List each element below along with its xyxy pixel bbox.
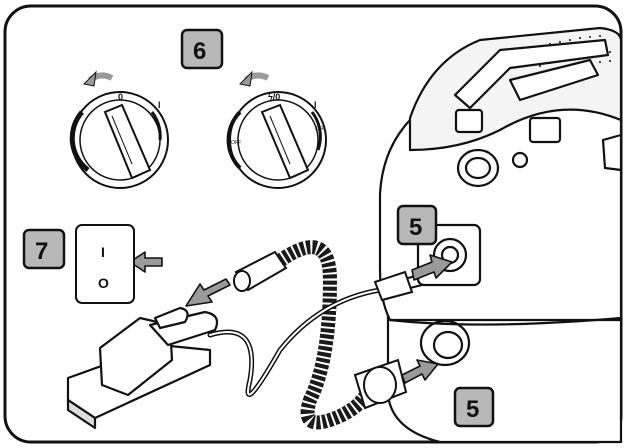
power-switch: I O bbox=[75, 224, 135, 304]
hose-adapter bbox=[233, 250, 288, 292]
callout-7: 7 bbox=[22, 228, 66, 270]
sander-body bbox=[98, 316, 174, 397]
vacuum-handle bbox=[453, 38, 610, 110]
callout-5-socket: 5 bbox=[396, 204, 438, 246]
dial-left-knob bbox=[103, 103, 152, 180]
vacuum-cleaner bbox=[378, 26, 623, 444]
dial-right-mark-left: OFF bbox=[231, 140, 241, 146]
svg-text:5: 5 bbox=[409, 214, 422, 241]
dial-right-mark-one: I bbox=[314, 100, 317, 110]
dial-left-mark-one: I bbox=[158, 100, 161, 110]
vacuum-side-bump bbox=[601, 133, 623, 172]
svg-text:6: 6 bbox=[193, 38, 206, 65]
arrows bbox=[129, 251, 453, 384]
arrow-plug-to-socket bbox=[411, 254, 453, 281]
svg-text:5: 5 bbox=[466, 396, 479, 423]
dial-right-scale-arc bbox=[226, 110, 242, 170]
switch-off-symbol: O bbox=[98, 275, 109, 291]
dial-right: ϟ/0 I OFF OFF bbox=[226, 70, 327, 189]
sander-tool bbox=[66, 306, 219, 430]
dial-left: 0 I bbox=[69, 70, 169, 189]
sander-grip bbox=[148, 310, 219, 347]
sander-pad bbox=[66, 398, 97, 430]
sander-grip-top bbox=[153, 306, 189, 330]
callout-5-inlet: 5 bbox=[453, 386, 495, 428]
power-cable-inner bbox=[209, 289, 381, 396]
body-seam bbox=[389, 316, 622, 326]
dial-right-mark-right: OFF bbox=[315, 126, 325, 132]
svg-text:7: 7 bbox=[35, 238, 48, 265]
vacuum-indicator-lamp bbox=[511, 151, 529, 169]
dial-left-scale-arc bbox=[69, 110, 90, 172]
handle-grip bbox=[508, 58, 600, 102]
suction-hose-ribs bbox=[273, 240, 377, 430]
dial-right-mark-top: ϟ/0 bbox=[268, 92, 280, 102]
dial-left-mark-zero: 0 bbox=[118, 92, 123, 102]
vacuum-control-knob-inner bbox=[464, 156, 492, 180]
dial-right-scale-arc-right bbox=[310, 111, 322, 151]
dial-left-scale-arc-right bbox=[150, 111, 162, 141]
arrow-hose-to-inlet bbox=[401, 359, 439, 384]
callout-6: 6 bbox=[180, 28, 224, 70]
lid-latch-left bbox=[454, 108, 484, 134]
switch-on-symbol: I bbox=[101, 244, 105, 260]
arrow-switch-press bbox=[129, 251, 163, 273]
hose-inlet-port-inner bbox=[432, 330, 464, 360]
arrow-adapter-to-sander bbox=[185, 278, 231, 307]
lid-latch-right bbox=[528, 116, 562, 144]
hose-cuff bbox=[353, 358, 408, 410]
